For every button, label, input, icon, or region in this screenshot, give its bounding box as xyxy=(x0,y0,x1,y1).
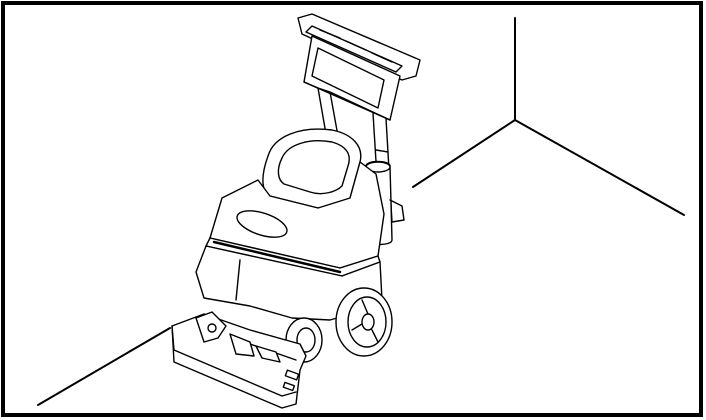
wall-floor-right-line xyxy=(514,119,685,216)
wall-floor-left-line xyxy=(412,119,516,188)
room-corner-lines xyxy=(37,17,685,406)
logo-oval xyxy=(236,210,288,238)
floor-tool xyxy=(171,311,307,409)
floor-left-edge-line xyxy=(37,327,171,406)
control-panel xyxy=(297,13,421,121)
rear-wheel xyxy=(335,287,393,357)
upper-body xyxy=(209,161,385,269)
machine-body xyxy=(195,128,385,321)
lower-body xyxy=(195,245,383,321)
carpet-extractor-machine xyxy=(171,13,421,409)
